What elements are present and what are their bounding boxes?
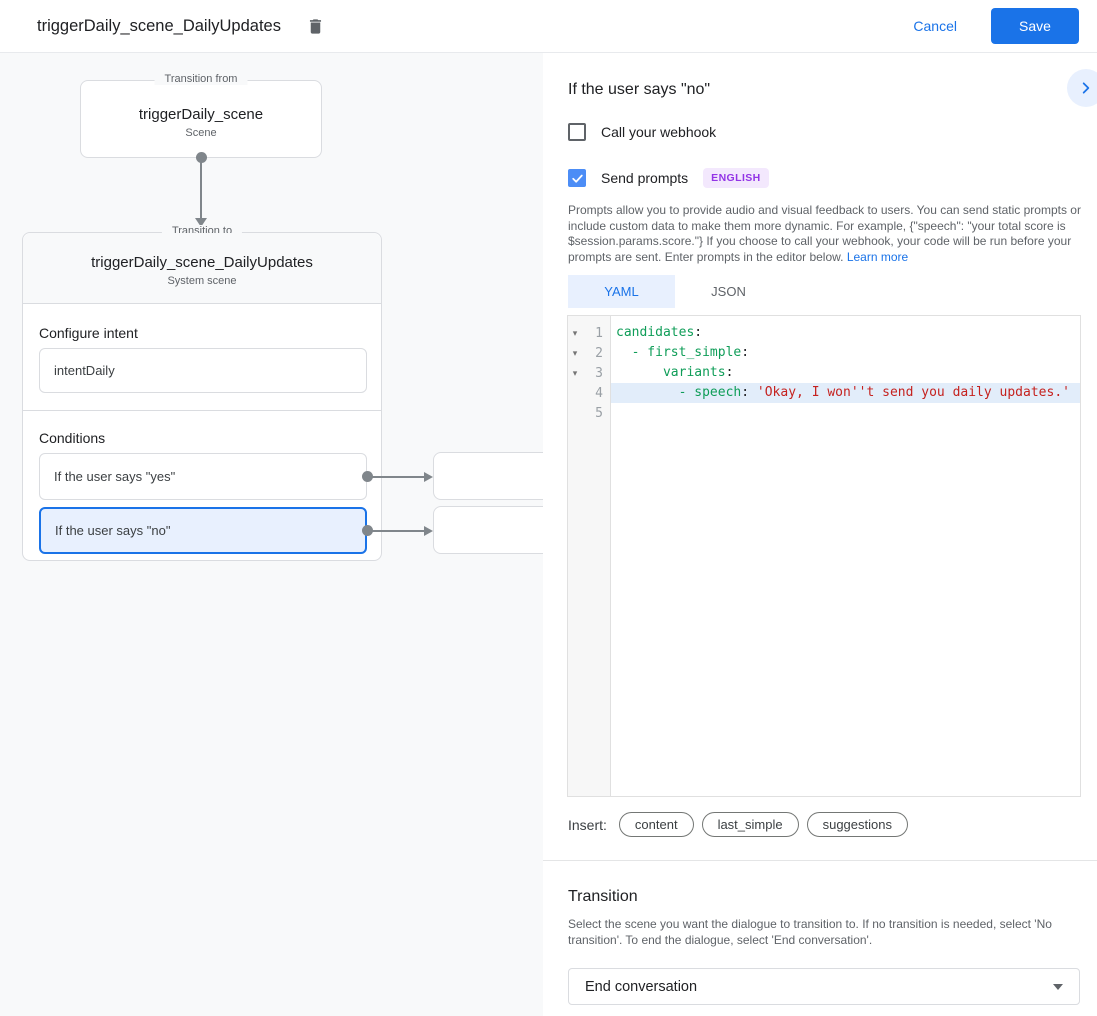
transition-target-node[interactable] [433, 452, 543, 500]
fold-arrow-icon[interactable]: ▾ [572, 348, 578, 358]
line-number: 3 [595, 365, 603, 381]
code-token-key: - speech [678, 385, 742, 400]
code-token-plain: : [725, 365, 734, 380]
code-token-plain [749, 385, 757, 400]
insert-chip-last-simple[interactable]: last_simple [701, 812, 799, 837]
code-line[interactable] [611, 403, 1080, 423]
delete-scene-button[interactable] [303, 13, 329, 39]
chevron-right-icon [1079, 81, 1093, 95]
transition-target-node[interactable] [433, 506, 543, 554]
condition-detail-panel: If the user says "no" Call your webhook … [543, 53, 1097, 1016]
from-node-title: triggerDaily_scene [138, 106, 264, 123]
transition-select-value: End conversation [585, 978, 698, 995]
insert-chip-content[interactable]: content [618, 812, 694, 837]
conditions-label: Conditions [39, 430, 106, 446]
code-line[interactable]: - speech: 'Okay, I won''t send you daily… [611, 383, 1080, 403]
page-title: triggerDaily_scene_DailyUpdates [37, 16, 281, 35]
cancel-button[interactable]: Cancel [913, 18, 957, 34]
send-prompts-checkbox[interactable] [568, 169, 586, 187]
line-number: 1 [595, 325, 603, 341]
connector-line-horizontal [368, 476, 424, 478]
transition-description: Select the scene you want the dialogue t… [568, 917, 1052, 947]
prompts-description-text: Prompts allow you to provide audio and v… [568, 203, 1081, 264]
transition-from-legend: Transition from [154, 73, 248, 85]
send-prompts-checkbox-row[interactable]: Send prompts ENGLISH [568, 168, 769, 188]
condition-detail-title: If the user says "no" [568, 81, 711, 98]
code-token-plain: : [694, 325, 703, 340]
to-node-subtitle: System scene [167, 275, 237, 287]
arrowhead-right-icon [424, 526, 433, 536]
send-prompts-label: Send prompts [601, 170, 689, 186]
code-token-plain: : [741, 385, 750, 400]
line-number: 4 [595, 385, 603, 401]
webhook-checkbox-row[interactable]: Call your webhook [568, 123, 716, 141]
code-token-plain [616, 365, 663, 380]
editor-gutter-row: ▾2 [568, 343, 610, 363]
webhook-label: Call your webhook [601, 124, 717, 140]
code-line[interactable]: - first_simple: [611, 343, 1080, 363]
code-token-string: 'Okay, I won''t send you daily updates.' [756, 385, 1070, 400]
connector-dot [196, 152, 207, 163]
condition-item-yes[interactable]: If the user says "yes" [39, 453, 367, 500]
checkmark-icon [571, 172, 584, 185]
to-card-header: triggerDaily_scene_DailyUpdates System s… [23, 233, 381, 304]
prompts-description: Prompts allow you to provide audio and v… [568, 203, 1085, 265]
learn-more-link[interactable]: Learn more [846, 249, 909, 264]
line-number: 2 [595, 345, 603, 361]
section-divider [543, 860, 1097, 861]
code-line[interactable]: variants: [611, 363, 1080, 383]
arrowhead-right-icon [424, 472, 433, 482]
intent-item[interactable]: intentDaily [39, 348, 367, 393]
connector-dot [362, 471, 373, 482]
tab-json[interactable]: JSON [711, 284, 746, 299]
transition-select[interactable]: End conversation [568, 968, 1080, 1005]
transition-to-card[interactable]: Transition to triggerDaily_scene_DailyUp… [22, 225, 382, 561]
connector-dot [362, 525, 373, 536]
connector-line-horizontal [368, 530, 424, 532]
condition-item-no[interactable]: If the user says "no" [39, 507, 367, 554]
from-node-subtitle: Scene [185, 127, 217, 139]
insert-row: Insert: content last_simple suggestions [568, 812, 916, 837]
editor-gutter-row: 4 [568, 383, 610, 403]
code-line[interactable]: candidates: [611, 323, 1080, 343]
editor-gutter-row: ▾3 [568, 363, 610, 383]
editor-gutter-row: 5 [568, 403, 610, 423]
webhook-checkbox[interactable] [568, 123, 586, 141]
transition-from-node[interactable]: Transition from triggerDaily_scene Scene [80, 73, 322, 163]
insert-chip-suggestions[interactable]: suggestions [806, 812, 908, 837]
code-token-plain [616, 385, 679, 400]
top-bar: triggerDaily_scene_DailyUpdates Cancel S… [0, 0, 1097, 53]
fold-arrow-icon[interactable]: ▾ [572, 368, 578, 378]
code-token-plain [616, 345, 632, 360]
scene-canvas: Transition from triggerDaily_scene Scene… [0, 53, 543, 1016]
arrowhead-down-icon [195, 218, 207, 227]
collapse-panel-button[interactable] [1067, 69, 1097, 107]
trash-icon [306, 17, 325, 36]
editor-format-tabs: YAML JSON [568, 275, 782, 308]
to-node-title: triggerDaily_scene_DailyUpdates [91, 254, 313, 271]
save-button[interactable]: Save [991, 8, 1079, 44]
code-token-key: - first_simple [631, 345, 742, 360]
editor-code[interactable]: candidates: - first_simple: variants: - … [611, 316, 1080, 796]
editor-gutter-row: ▾1 [568, 323, 610, 343]
transition-section-title: Transition [568, 888, 638, 905]
tab-yaml[interactable]: YAML [568, 275, 675, 308]
language-badge: ENGLISH [703, 168, 769, 188]
code-token-key: candidates [616, 325, 695, 340]
dropdown-caret-icon [1053, 983, 1063, 990]
line-number: 5 [595, 405, 603, 421]
fold-arrow-icon[interactable]: ▾ [572, 328, 578, 338]
code-token-key: variants [662, 365, 726, 380]
code-token-plain: : [741, 345, 750, 360]
card-divider [23, 410, 381, 411]
configure-intent-label: Configure intent [39, 325, 138, 341]
insert-label: Insert: [568, 816, 607, 833]
connector-line-vertical [200, 160, 202, 218]
